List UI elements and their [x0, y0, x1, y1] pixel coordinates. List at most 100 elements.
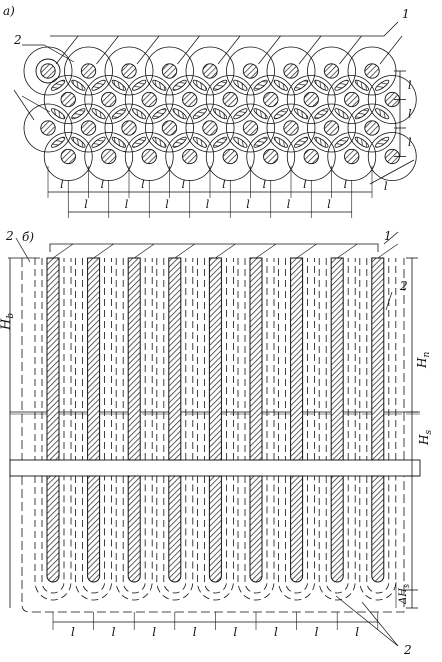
pile-section — [141, 148, 157, 165]
dim-label-l: l — [84, 198, 88, 211]
pile-section — [242, 63, 259, 79]
freeze-contour — [278, 258, 315, 601]
lens-mark — [91, 108, 106, 120]
influence-circle — [104, 46, 154, 96]
pile-section — [161, 63, 178, 79]
pile-upper — [249, 257, 263, 461]
pile-section — [121, 120, 137, 136]
pile-section — [182, 91, 198, 108]
lens-mark — [192, 108, 207, 120]
callout-2-line — [22, 44, 75, 63]
callout-leader — [383, 231, 399, 245]
callout-1-bottom: 1 — [384, 229, 392, 243]
pile-upper — [330, 257, 344, 461]
freeze-contour — [244, 258, 268, 594]
callout-leader — [335, 595, 399, 647]
dim-label-l: l — [112, 625, 116, 639]
pile-section — [121, 63, 137, 79]
lens-mark — [71, 79, 86, 91]
joint-lenses — [51, 79, 390, 148]
freeze-contour — [325, 258, 349, 594]
lens-mark — [192, 136, 207, 148]
dim-label-l: l — [327, 198, 331, 211]
dim-label-l: l — [193, 625, 197, 639]
freeze-contour — [285, 258, 308, 594]
dim-label-l: l — [152, 625, 156, 639]
pile-section — [101, 91, 117, 108]
lens-mark — [253, 79, 268, 91]
freeze-contour — [359, 258, 397, 601]
pile-section — [141, 91, 157, 108]
freeze-contour — [163, 258, 187, 594]
pile-lower — [290, 475, 304, 583]
pile-lower — [330, 475, 344, 583]
pile-upper — [208, 257, 222, 461]
pile-section — [80, 63, 97, 79]
pile-section — [80, 120, 97, 136]
lens-mark — [314, 108, 329, 120]
pile-section — [323, 120, 340, 136]
dim-label-l: l — [233, 625, 237, 639]
pile-section — [40, 120, 56, 136]
influence-circle — [145, 46, 194, 96]
dim-line-diag — [369, 159, 415, 185]
callout-1-branch — [55, 35, 79, 65]
ray-line — [21, 95, 51, 113]
influence-circle — [64, 46, 113, 96]
dim-label-l: l — [165, 198, 169, 211]
dim-label-l: l — [125, 198, 129, 211]
label-delta-h: ΔHs — [398, 584, 411, 605]
influence-circle — [185, 46, 235, 96]
influence-circle — [367, 132, 417, 181]
influence-circle — [367, 75, 417, 124]
part-b-label: б) — [22, 230, 34, 244]
influence-circle — [104, 103, 154, 153]
callout-2-top: 2 — [13, 33, 22, 47]
lens-mark — [152, 79, 167, 91]
lens-mark — [51, 136, 66, 148]
callout-branch — [377, 243, 398, 259]
lens-mark — [334, 136, 349, 148]
dim-label-l: l — [71, 625, 75, 639]
freeze-contour — [82, 258, 105, 594]
lens-mark — [213, 79, 228, 91]
influence-circle — [84, 75, 134, 124]
dim-label-l: l — [408, 136, 412, 149]
pile-section — [60, 148, 76, 165]
callout-1-branch — [258, 35, 281, 65]
dim-label-l: l — [344, 178, 348, 191]
callout-bracket — [49, 243, 379, 252]
influence-circle — [64, 103, 113, 153]
pile-section — [182, 148, 198, 165]
pile-section — [222, 148, 238, 165]
callout-1-branch — [96, 35, 119, 65]
dim-label-l: l — [303, 178, 307, 191]
lens-mark — [172, 108, 187, 120]
pile-section — [303, 148, 319, 165]
freeze-contour — [156, 258, 194, 601]
lens-mark — [334, 108, 349, 120]
lens-mark — [253, 136, 268, 148]
callout-1-top: 1 — [402, 7, 410, 21]
influence-circle — [145, 103, 194, 153]
dim-label-l: l — [60, 178, 64, 191]
lens-mark — [91, 136, 106, 148]
influence-circle — [307, 46, 356, 96]
pile-sections — [35, 58, 400, 165]
lens-mark — [213, 108, 228, 120]
callout-branch — [337, 243, 358, 259]
pile-section — [40, 63, 56, 79]
pile-section — [364, 120, 380, 136]
label-hb: Hb — [0, 313, 16, 331]
part-a-label: а) — [3, 4, 15, 18]
pile-section — [242, 120, 259, 136]
lens-mark — [172, 79, 187, 91]
influence-circle — [165, 75, 215, 124]
pile-columns — [46, 257, 385, 583]
lens-mark — [51, 108, 66, 120]
lens-mark — [132, 136, 147, 148]
lens-mark — [71, 108, 86, 120]
lens-mark — [132, 108, 147, 120]
